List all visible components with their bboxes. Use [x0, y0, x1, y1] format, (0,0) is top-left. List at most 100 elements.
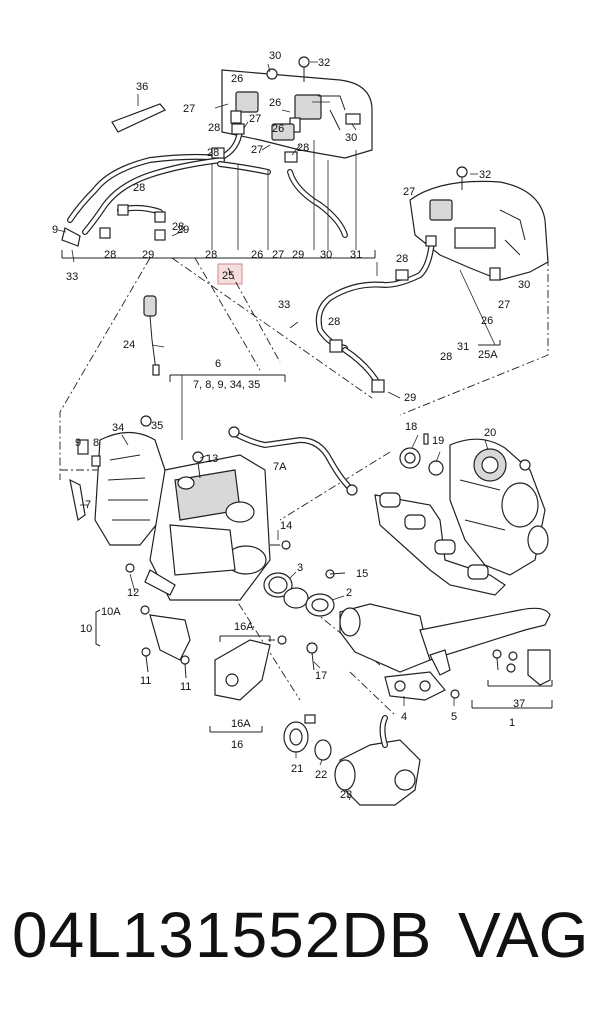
callout-35: 35 [151, 420, 163, 432]
part-number: 04L131552DB [12, 899, 433, 971]
callout-10a: 10A [101, 606, 121, 618]
callout-28: 28 [172, 221, 184, 233]
vacuum-hoses-right [315, 235, 437, 393]
turbocharger-20 [449, 438, 549, 576]
callout-1: 1 [509, 717, 515, 729]
callout-29: 29 [404, 392, 416, 404]
callout-27: 27 [251, 144, 263, 156]
bolt-5 [450, 689, 460, 699]
pipe-7a [228, 426, 358, 496]
callout-28: 28 [328, 316, 340, 328]
group-25-bracket [61, 250, 376, 285]
callout-31: 31 [457, 341, 469, 353]
callout-30: 30 [518, 279, 530, 291]
callout-14: 14 [280, 520, 292, 532]
callout-34: 34 [112, 422, 124, 434]
sensor-24 [143, 295, 160, 376]
callout-9: 9 [52, 224, 58, 236]
solenoid-bracket-assembly [221, 56, 373, 159]
bolt-17 [306, 642, 318, 671]
callout-26: 26 [269, 97, 281, 109]
o-ring-22 [314, 739, 332, 761]
callout-33: 33 [66, 271, 78, 283]
callout-23: 23 [340, 789, 352, 801]
callout-2: 2 [346, 587, 352, 599]
callout-12: 12 [127, 587, 139, 599]
callout-11: 11 [140, 675, 151, 687]
bracket-36 [111, 103, 166, 133]
callout-11: 11 [180, 681, 191, 693]
callout-5: 5 [451, 711, 457, 723]
callout-27: 27 [403, 186, 415, 198]
callout-16a-top: 16A [234, 621, 254, 633]
callout-27: 27 [272, 249, 284, 261]
highlight-25 [217, 263, 243, 285]
callout-29: 29 [142, 249, 154, 261]
callout-30: 30 [269, 50, 281, 62]
callout-28: 28 [208, 122, 220, 134]
callout-7a: 7A [273, 461, 287, 473]
leader-lines [57, 61, 489, 801]
callout-7: 7 [85, 499, 91, 511]
guide-lines [59, 257, 549, 716]
callout-32: 32 [318, 57, 330, 69]
exhaust-pipe [339, 603, 551, 676]
heat-shield-assembly [409, 166, 549, 281]
callout-29: 29 [177, 224, 189, 236]
callout-9: 9 [75, 437, 81, 449]
brand-label: VAG [458, 899, 589, 971]
callout-28: 28 [205, 249, 217, 261]
exploded-parts-diagram: 30 32 26 36 27 26 28 27 26 30 28 27 28 2… [52, 50, 553, 806]
callout-26: 26 [481, 315, 493, 327]
callout-25a: 25A [478, 349, 498, 361]
group-lines [95, 269, 500, 733]
callout-36: 36 [136, 81, 148, 93]
callout-17: 17 [315, 670, 327, 682]
callout-4: 4 [401, 711, 407, 723]
callout-32: 32 [479, 169, 491, 181]
clamp-21 [283, 714, 316, 753]
callout-28: 28 [396, 253, 408, 265]
bracket-16 [214, 635, 287, 701]
callout-labels: 30 32 26 36 27 26 28 27 26 30 28 27 28 2… [52, 50, 530, 801]
callout-28: 28 [207, 147, 219, 159]
callout-28: 28 [104, 249, 116, 261]
callout-16a-bot: 16A [231, 718, 251, 730]
callout-29: 29 [292, 249, 304, 261]
callout-30: 30 [345, 132, 357, 144]
callout-8: 8 [93, 437, 99, 449]
callout-10: 10 [80, 623, 92, 635]
callout-21: 21 [291, 763, 303, 775]
callout-26: 26 [251, 249, 263, 261]
callout-6: 6 [215, 358, 221, 370]
o-ring-19 [428, 460, 444, 476]
callout-28: 28 [133, 182, 145, 194]
group-25a-bracket [376, 262, 501, 345]
clamp-2 [283, 587, 335, 617]
bracket-10 [140, 605, 191, 679]
callout-27: 27 [498, 299, 510, 311]
callout-31: 31 [350, 249, 362, 261]
callout-20: 20 [484, 427, 496, 439]
outlet-elbow-23 [334, 715, 421, 806]
callout-27: 27 [249, 113, 261, 125]
callout-26: 26 [272, 123, 284, 135]
callout-30: 30 [320, 249, 332, 261]
callout-27: 27 [183, 103, 195, 115]
exhaust-manifold [374, 492, 506, 596]
callout-16: 16 [231, 739, 243, 751]
callout-33: 33 [278, 299, 290, 311]
callout-25: 25 [222, 270, 234, 282]
callout-15: 15 [356, 568, 368, 580]
callout-37: 37 [513, 698, 525, 710]
callout-6-sub: 7, 8, 9, 34, 35 [193, 379, 260, 391]
callout-18: 18 [405, 421, 417, 433]
callout-28: 28 [297, 142, 309, 154]
vacuum-hoses-top [61, 123, 348, 247]
gasket-4 [384, 671, 446, 701]
gasket-18 [399, 433, 429, 469]
callout-24: 24 [123, 339, 135, 351]
callout-22: 22 [315, 769, 327, 781]
clamp-3 [263, 572, 293, 598]
